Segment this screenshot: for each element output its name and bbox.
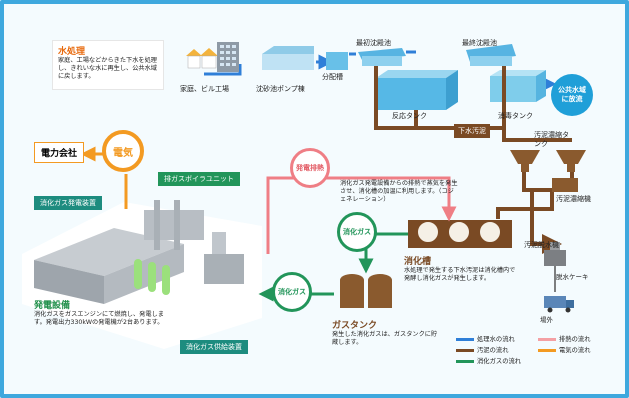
sludge-flow-lines bbox=[374, 66, 574, 254]
house-icon bbox=[186, 48, 218, 69]
digestion-gas-circle-bottom: 消化ガス bbox=[272, 272, 312, 312]
disinfection-tank-label: 消毒タンク bbox=[498, 112, 533, 120]
legend: 処理水の流れ 排熱の流れ 汚泥の流れ 電気の流れ 消化ガスの流れ bbox=[456, 334, 616, 372]
office-building-icon bbox=[217, 42, 239, 72]
final-settling-icon bbox=[466, 44, 516, 66]
power-company-box: 電力会社 bbox=[34, 142, 85, 163]
public-water-circle: 公共水域に放流 bbox=[551, 74, 593, 116]
sludge-thickener-label: 汚泥濃縮タンク bbox=[534, 131, 569, 148]
legend-item-exhaust-heat: 排熱の流れ bbox=[538, 334, 590, 343]
reaction-tank-label: 反応タンク bbox=[392, 112, 427, 120]
homes-factories-label: 家庭、ビル工場 bbox=[180, 85, 229, 93]
final-settling-label: 最終沈殿池 bbox=[462, 39, 497, 47]
primary-settling-icon bbox=[358, 48, 406, 66]
legend-item-sludge: 汚泥の流れ bbox=[456, 345, 508, 354]
legend-item-treated-water: 処理水の流れ bbox=[456, 334, 515, 343]
generation-facility-note: 発電設備 消化ガスをガスエンジンにて燃焼し、発電します。発電出力330kWの発電… bbox=[34, 298, 164, 327]
electricity-circle: 電気 bbox=[102, 130, 144, 172]
distribution-tank-icon bbox=[326, 52, 348, 70]
pump-station-icon bbox=[262, 46, 314, 70]
distribution-tank-label: 分配槽 bbox=[322, 73, 343, 81]
exhaust-heat-circle: 発電排熱 bbox=[290, 148, 330, 188]
water-treatment-note: 水処理 家庭、工場などからきた下水を処理し、きれいな水に再生し、公共水域に戻しま… bbox=[52, 40, 164, 90]
sludge-thickener-machine-label: 汚泥濃縮機 bbox=[556, 195, 591, 203]
generation-facility-desc: 消化ガスをガスエンジンにて燃焼し、発電します。発電出力330kWの発電機が2台あ… bbox=[34, 311, 164, 326]
power-plant-icon bbox=[34, 200, 244, 304]
digestion-tank-title: 消化槽 bbox=[404, 257, 432, 267]
gas-tank-icon bbox=[340, 274, 392, 308]
sludge-thickener-icon bbox=[510, 150, 586, 172]
digestion-tank-note: 消化槽 水処理で発生する下水汚泥は消化槽内で発酵し消化ガスが発生します。 bbox=[404, 254, 520, 283]
digestion-gas-circle-top: 消化ガス bbox=[337, 212, 377, 252]
generation-facility-title: 発電設備 bbox=[34, 301, 71, 311]
digestion-tank-icon bbox=[408, 220, 512, 248]
reaction-tank-icon bbox=[376, 70, 458, 110]
legend-item-electricity: 電気の流れ bbox=[538, 345, 590, 354]
primary-settling-label: 最初沈殿池 bbox=[356, 39, 391, 47]
digestion-tank-desc: 水処理で発生する下水汚泥は消化槽内で発酵し消化ガスが発生します。 bbox=[404, 267, 516, 282]
exhaust-boiler-tag: 排ガスボイラユニット bbox=[158, 172, 240, 186]
gas-generator-tag: 消化ガス発電装置 bbox=[34, 196, 102, 210]
exhaust-heat-lines bbox=[266, 176, 457, 254]
gas-supply-tag: 消化ガス供給装置 bbox=[180, 340, 248, 354]
water-treatment-desc: 家庭、工場などからきた下水を処理し、きれいな水に再生し、公共水域に戻します。 bbox=[58, 57, 157, 80]
grit-pump-label: 沈砂池ポンプ棟 bbox=[256, 85, 305, 93]
thickener-machine-icon bbox=[552, 178, 578, 192]
gas-tank-title: ガスタンク bbox=[332, 321, 378, 331]
off-site-label: 場外 bbox=[540, 316, 553, 324]
gas-tank-note: ガスタンク 発生した消化ガスは、ガスタンクに貯蔵します。 bbox=[332, 318, 442, 347]
dewatered-cake-label: 脱水ケーキ bbox=[556, 273, 589, 281]
legend-item-digestion-gas: 消化ガスの流れ bbox=[456, 356, 521, 365]
truck-icon bbox=[544, 296, 574, 313]
water-treatment-title: 水処理 bbox=[58, 47, 86, 57]
gas-tank-desc: 発生した消化ガスは、ガスタンクに貯蔵します。 bbox=[332, 331, 438, 346]
dewatering-machine-icon bbox=[544, 242, 566, 266]
cogeneration-note: 消化ガス発電設備からの排熱で蒸気を発生させ、消化槽の加温に利用します。（コジェネ… bbox=[340, 180, 458, 203]
sludge-dewatering-label: 汚泥脱水機 bbox=[524, 241, 559, 249]
public-water-label: 公共水域に放流 bbox=[558, 86, 586, 103]
flow-diagram bbox=[22, 42, 586, 349]
sewage-sludge-tag: 下水汚泥 bbox=[454, 124, 490, 138]
